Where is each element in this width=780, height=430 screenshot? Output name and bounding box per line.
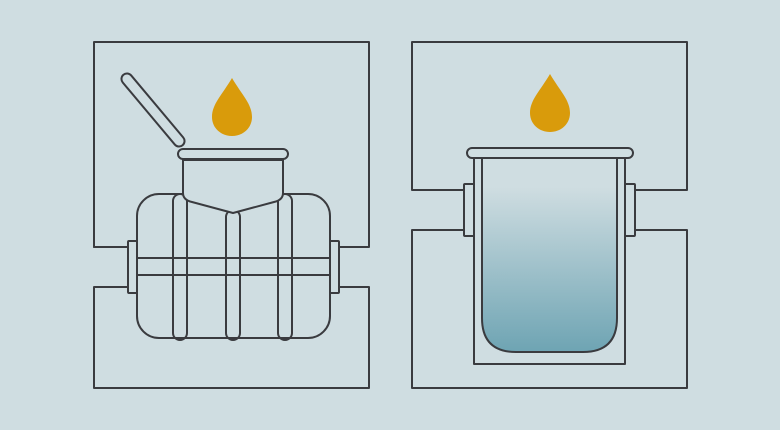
tank-hatch-rim [177,148,289,160]
tank-rib-1 [172,193,188,341]
left-flange-right [329,240,340,294]
right-upper-frame [411,41,688,191]
oil-drop-icon [530,74,570,132]
left-flange-left [127,240,138,294]
oil-drop-icon [212,78,252,136]
right-lower-frame [411,229,688,389]
right-flange-right [624,183,636,237]
tank-rib-3 [277,193,293,341]
left-lower-frame [93,286,370,389]
vessel-liquid [481,157,618,353]
right-flange-left [463,183,475,237]
panel-right [411,41,688,389]
tank-open-lid [120,72,186,148]
panel-left [93,41,370,389]
vessel-rim [466,147,634,159]
tank-hatch-bowl [182,159,284,214]
tank-band [136,257,331,276]
left-upper-frame [93,41,370,248]
